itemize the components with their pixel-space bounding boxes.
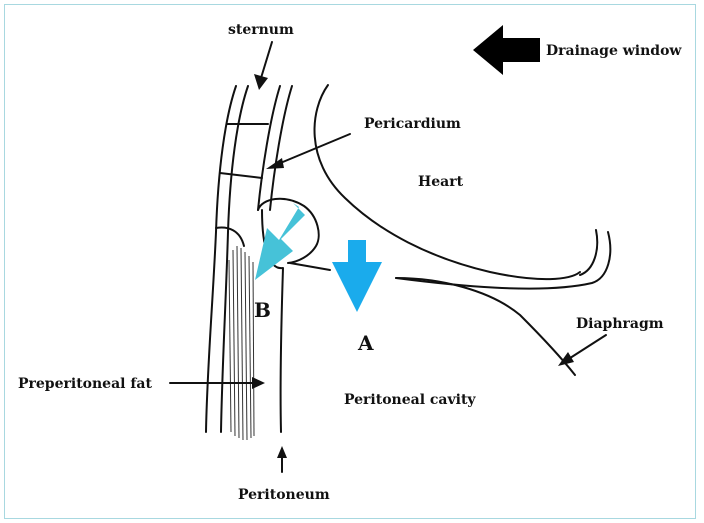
diaphragm-label: Diaphragm xyxy=(576,316,664,332)
peritoneal-cavity-label: Peritoneal cavity xyxy=(344,392,476,408)
sternum-inner-right-line xyxy=(258,86,280,210)
preperitoneal-fat-lines xyxy=(229,246,254,440)
sternum-pointer xyxy=(254,42,272,90)
diaphragm-lower-line xyxy=(396,278,575,375)
sternum-outer-right-line xyxy=(270,86,292,210)
diaphragm-pointer xyxy=(558,335,606,366)
route-a-arrow-icon xyxy=(332,240,382,312)
heart-label: Heart xyxy=(418,174,464,190)
diaphragm-upper-curve xyxy=(580,230,597,275)
drainage-window-label: Drainage window xyxy=(546,43,682,59)
sternum-outer-left-line xyxy=(206,86,236,432)
route-a-label: A xyxy=(357,331,374,355)
preperitoneal-fat-label: Preperitoneal fat xyxy=(18,376,152,392)
peritoneum-label: Peritoneum xyxy=(238,487,330,503)
sternum-label: sternum xyxy=(228,22,294,38)
pericardium-label: Pericardium xyxy=(364,116,461,132)
drainage-window-arrow-icon xyxy=(473,25,540,75)
route-b-label: B xyxy=(254,298,271,322)
peritoneum-pointer xyxy=(277,446,287,472)
sternum-base-line xyxy=(216,228,244,246)
pericardium-lower-line xyxy=(290,263,330,270)
sternum-segment-line xyxy=(220,173,262,178)
